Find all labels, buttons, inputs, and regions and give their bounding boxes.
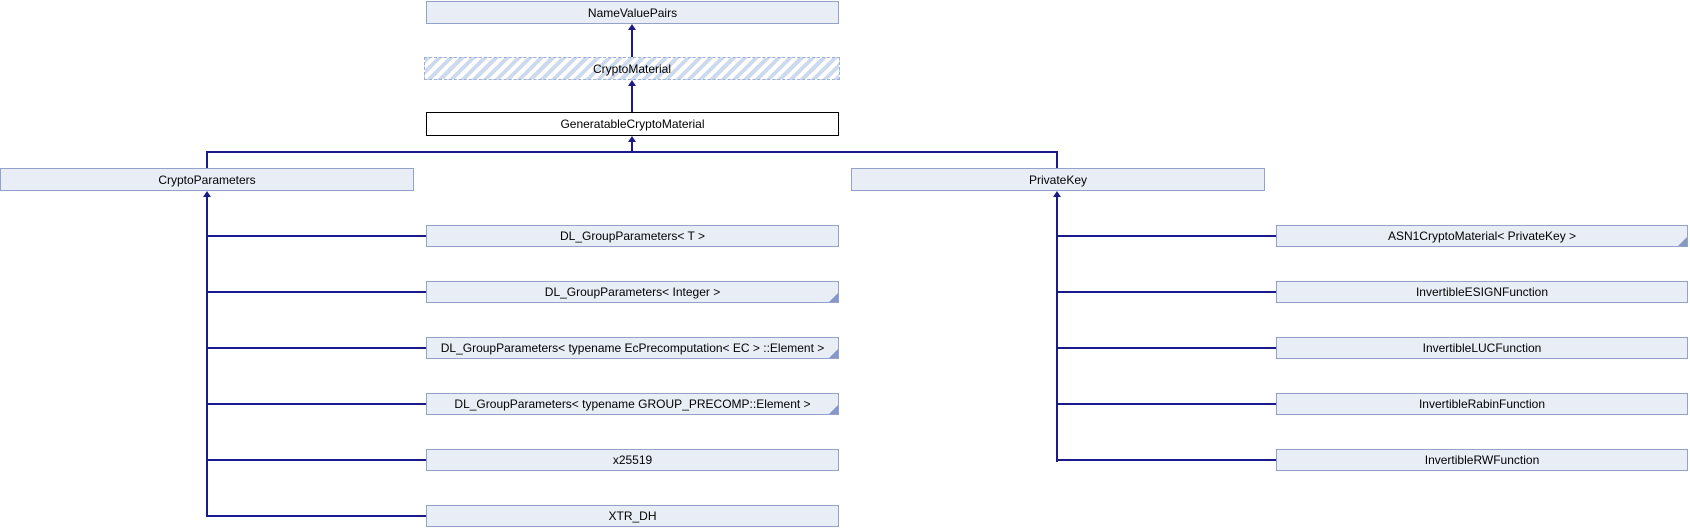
class-node-generatablecryptomaterial-current: GeneratableCryptoMaterial	[426, 112, 839, 136]
class-label: InvertibleLUCFunction	[1422, 341, 1542, 355]
edge-trunk-cryptoparameters-children	[206, 197, 208, 517]
class-label: NameValuePairs	[587, 5, 678, 20]
class-node-xtr-dh[interactable]: XTR_DH	[426, 505, 839, 527]
truncated-corner-icon	[1678, 237, 1687, 246]
class-label: PrivateKey	[1028, 172, 1088, 187]
edge-stub-invertiblerwfunction	[1056, 459, 1277, 461]
edge-stub-invertiblerabinfunction	[1056, 403, 1277, 405]
edge-stub-invertibleucfunction	[1056, 347, 1277, 349]
edge-stub-dl-groupparameters-ec	[206, 347, 427, 349]
edge-generatable-to-cryptomaterial	[631, 85, 633, 112]
class-label: DL_GroupParameters< typename EcPrecomput…	[440, 341, 825, 355]
class-node-invertiblerabinfunction[interactable]: InvertibleRabinFunction	[1276, 393, 1688, 415]
arrowhead-up-icon	[203, 191, 211, 197]
class-node-x25519[interactable]: x25519	[426, 449, 839, 471]
truncated-corner-icon	[829, 293, 838, 302]
edge-stub-xtr-dh	[206, 515, 427, 517]
edge-children-to-generatable	[631, 141, 633, 152]
edge-cryptomaterial-to-namevaluepairs	[631, 29, 633, 57]
arrowhead-up-icon	[628, 24, 636, 30]
class-label: ASN1CryptoMaterial< PrivateKey >	[1387, 229, 1577, 243]
class-label: x25519	[612, 453, 653, 467]
class-label: XTR_DH	[608, 509, 657, 523]
edge-stub-dl-groupparameters-groupprecomp	[206, 403, 427, 405]
class-node-dl-groupparameters-ecprecomputation[interactable]: DL_GroupParameters< typename EcPrecomput…	[426, 337, 839, 359]
edge-split-to-cryptoparameters	[206, 151, 208, 169]
edge-stub-dl-groupparameters-integer	[206, 291, 427, 293]
class-node-invertiblerwfunction[interactable]: InvertibleRWFunction	[1276, 449, 1688, 471]
class-label: GeneratableCryptoMaterial	[560, 117, 705, 131]
class-label: DL_GroupParameters< typename GROUP_PRECO…	[454, 397, 811, 411]
class-label: DL_GroupParameters< T >	[560, 229, 705, 243]
class-node-cryptomaterial: CryptoMaterial	[424, 57, 840, 80]
class-label: InvertibleRWFunction	[1424, 453, 1540, 467]
arrowhead-up-icon	[628, 136, 636, 142]
edge-stub-asn1cryptomaterial	[1056, 235, 1277, 237]
class-node-cryptoparameters[interactable]: CryptoParameters	[0, 168, 414, 191]
class-label: CryptoMaterial	[592, 61, 672, 76]
edge-split-to-privatekey	[1056, 151, 1058, 169]
class-label: InvertibleRabinFunction	[1418, 397, 1546, 411]
class-node-asn1cryptomaterial-privatekey[interactable]: ASN1CryptoMaterial< PrivateKey >	[1276, 225, 1688, 247]
truncated-corner-icon	[829, 405, 838, 414]
class-node-invertibleesignfunction[interactable]: InvertibleESIGNFunction	[1276, 281, 1688, 303]
edge-split-bar	[206, 151, 1058, 153]
truncated-corner-icon	[829, 349, 838, 358]
class-label: InvertibleESIGNFunction	[1415, 285, 1549, 299]
class-label: DL_GroupParameters< Integer >	[544, 285, 721, 299]
edge-trunk-privatekey-children	[1056, 197, 1058, 462]
class-node-dl-groupparameters-groupprecomp[interactable]: DL_GroupParameters< typename GROUP_PRECO…	[426, 393, 839, 415]
arrowhead-up-icon	[1053, 191, 1061, 197]
arrowhead-up-icon	[628, 80, 636, 86]
class-label: CryptoParameters	[158, 172, 256, 187]
class-node-invertibleucfunction[interactable]: InvertibleLUCFunction	[1276, 337, 1688, 359]
class-node-privatekey[interactable]: PrivateKey	[851, 168, 1265, 191]
class-node-namevaluepairs[interactable]: NameValuePairs	[426, 1, 839, 24]
edge-stub-x25519	[206, 459, 427, 461]
edge-stub-dl-groupparameters-t	[206, 235, 427, 237]
class-node-dl-groupparameters-integer[interactable]: DL_GroupParameters< Integer >	[426, 281, 839, 303]
class-node-dl-groupparameters-t[interactable]: DL_GroupParameters< T >	[426, 225, 839, 247]
edge-stub-invertibleesignfunction	[1056, 291, 1277, 293]
